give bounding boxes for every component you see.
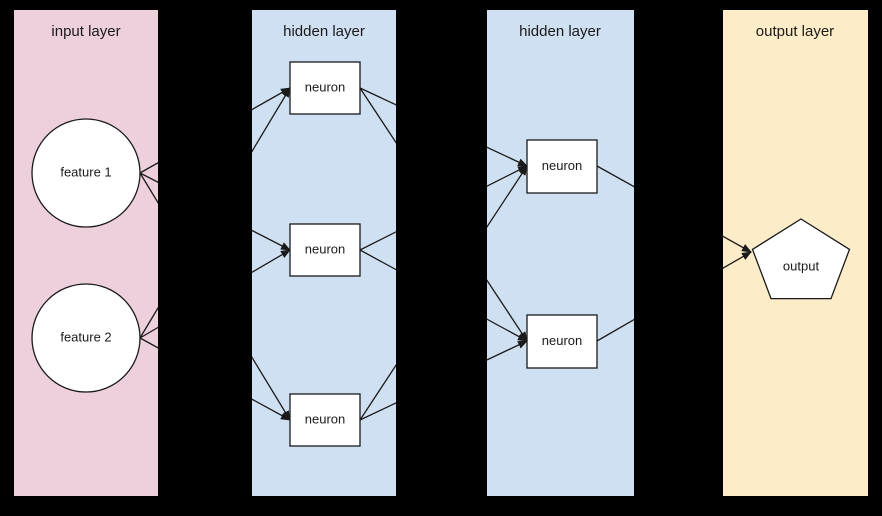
feature-1-shape[interactable] <box>31 118 141 228</box>
h2-neuron-2-shape[interactable] <box>526 314 598 369</box>
node-feature-1[interactable]: feature 1 <box>31 118 141 228</box>
h1-neuron-2-label: neuron <box>305 241 345 256</box>
layer-panels <box>14 10 868 496</box>
node-h2-neuron-1[interactable]: neuron <box>526 139 598 194</box>
node-h1-neuron-1[interactable]: neuron <box>289 61 361 115</box>
title-hidden-layer-1: hidden layer <box>283 23 365 40</box>
h2-neuron-2-label: neuron <box>542 333 582 348</box>
h1-neuron-3-shape[interactable] <box>289 393 361 447</box>
title-output-layer: output layer <box>756 23 834 40</box>
node-output-node[interactable]: output <box>751 218 851 300</box>
h2-neuron-1-label: neuron <box>542 158 582 173</box>
h1-neuron-1-shape[interactable] <box>289 61 361 115</box>
title-hidden-layer-2: hidden layer <box>519 23 601 40</box>
panel-hidden-layer-2 <box>487 10 634 496</box>
h2-neuron-1-shape[interactable] <box>526 139 598 194</box>
feature-1-label: feature 1 <box>60 164 111 179</box>
panel-input-layer <box>14 10 158 496</box>
output-node-label: output <box>783 258 820 273</box>
title-input-layer: input layer <box>51 23 120 40</box>
feature-2-label: feature 2 <box>60 329 111 344</box>
node-h1-neuron-2[interactable]: neuron <box>289 223 361 277</box>
h1-neuron-2-shape[interactable] <box>289 223 361 277</box>
h1-neuron-3-label: neuron <box>305 411 345 426</box>
connection-edges <box>139 87 752 421</box>
output-node-shape[interactable] <box>751 218 851 300</box>
node-feature-2[interactable]: feature 2 <box>31 283 141 393</box>
layer-titles: input layer hidden layer hidden layer ou… <box>51 23 834 40</box>
h1-neuron-1-label: neuron <box>305 79 345 94</box>
node-h2-neuron-2[interactable]: neuron <box>526 314 598 369</box>
feature-2-shape[interactable] <box>31 283 141 393</box>
graph-nodes: feature 1 feature 2 neuron neuron neuron neur… <box>31 61 851 447</box>
node-h1-neuron-3[interactable]: neuron <box>289 393 361 447</box>
